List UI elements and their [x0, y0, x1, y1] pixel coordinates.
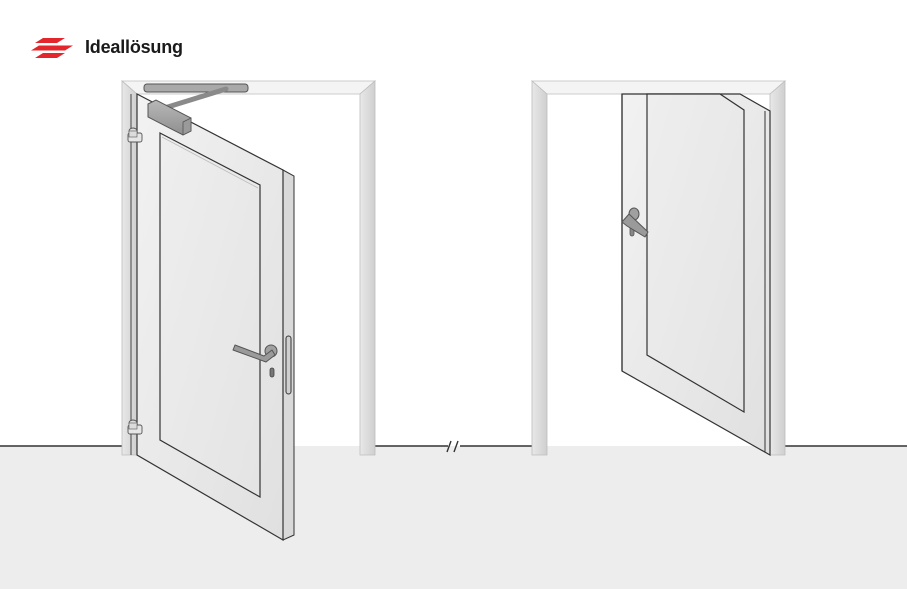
left-door-assembly: [120, 80, 377, 542]
lower-hinge-icon: [127, 419, 143, 435]
brand-header: Ideallösung: [31, 37, 183, 58]
red-stripes-logo-icon: [31, 37, 73, 58]
page-title: Ideallösung: [85, 37, 183, 57]
upper-hinge-icon: [127, 127, 143, 143]
door-closer: [143, 83, 249, 136]
left-door-leaf: [136, 93, 295, 542]
right-door-assembly: [530, 80, 787, 457]
lock-cylinder-icon: [269, 367, 275, 378]
right-door-frame: [530, 80, 787, 456]
left-lever-handle-icon: [232, 344, 278, 378]
break-symbol: [446, 440, 459, 453]
right-lever-handle-icon: [621, 207, 649, 238]
floor: [0, 446, 907, 589]
right-door-leaf: [621, 93, 771, 457]
closer-track: [143, 83, 249, 93]
